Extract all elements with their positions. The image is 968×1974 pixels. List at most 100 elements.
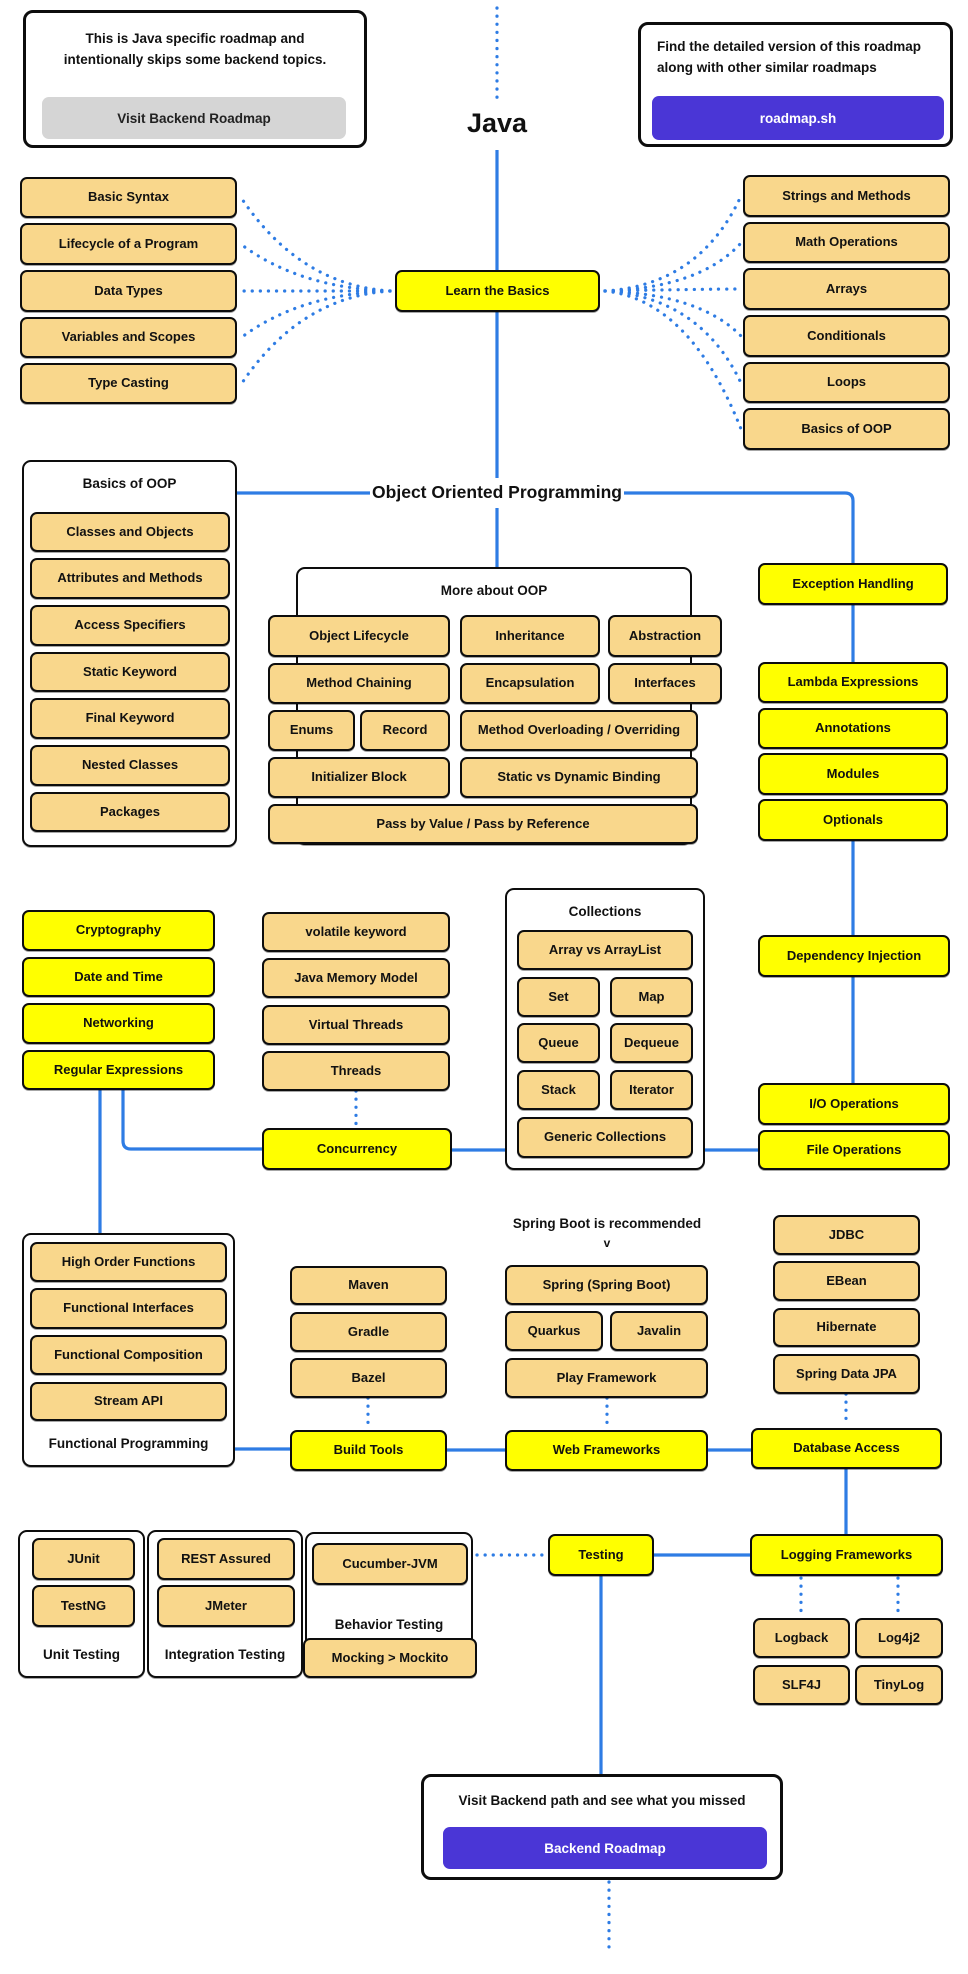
object-lifecycle[interactable]: Object Lifecycle xyxy=(268,615,450,657)
bazel[interactable]: Bazel xyxy=(290,1358,447,1398)
behavior-testing-group-label: Behavior Testing xyxy=(334,1617,444,1632)
date-and-time[interactable]: Date and Time xyxy=(22,957,215,997)
lambda-expressions[interactable]: Lambda Expressions xyxy=(758,662,948,703)
junit[interactable]: JUnit xyxy=(32,1538,135,1580)
solid-connector xyxy=(121,1090,262,1151)
loops[interactable]: Loops xyxy=(743,362,950,403)
method-chaining[interactable]: Method Chaining xyxy=(268,663,450,704)
stream-api[interactable]: Stream API xyxy=(30,1382,227,1421)
dotted-connector xyxy=(603,241,743,293)
access-specifiers[interactable]: Access Specifiers xyxy=(30,605,230,646)
gradle[interactable]: Gradle xyxy=(290,1312,447,1352)
virtual-threads[interactable]: Virtual Threads xyxy=(262,1005,450,1045)
database-access[interactable]: Database Access xyxy=(751,1428,942,1469)
abstraction[interactable]: Abstraction xyxy=(608,615,722,657)
method-overloading-overriding[interactable]: Method Overloading / Overriding xyxy=(460,710,698,751)
dotted-connector xyxy=(240,289,392,339)
quarkus[interactable]: Quarkus xyxy=(505,1311,603,1351)
dependency-injection[interactable]: Dependency Injection xyxy=(758,935,950,977)
regular-expressions[interactable]: Regular Expressions xyxy=(22,1050,215,1090)
backend-note-text: This is Java specific roadmap and intent… xyxy=(63,31,327,67)
high-order-functions[interactable]: High Order Functions xyxy=(30,1242,227,1282)
basic-syntax[interactable]: Basic Syntax xyxy=(20,177,237,218)
iterator[interactable]: Iterator xyxy=(610,1070,693,1110)
enums[interactable]: Enums xyxy=(268,710,355,751)
web-frameworks[interactable]: Web Frameworks xyxy=(505,1430,708,1471)
static-vs-dynamic-binding[interactable]: Static vs Dynamic Binding xyxy=(460,757,698,798)
cryptography[interactable]: Cryptography xyxy=(22,910,215,951)
packages[interactable]: Packages xyxy=(30,792,230,832)
conditionals[interactable]: Conditionals xyxy=(743,315,950,357)
ebean[interactable]: EBean xyxy=(773,1261,920,1301)
dotted-connector xyxy=(603,289,743,338)
generic-collections[interactable]: Generic Collections xyxy=(517,1117,693,1158)
map[interactable]: Map xyxy=(610,977,693,1017)
dotted-connector xyxy=(240,289,392,385)
encapsulation[interactable]: Encapsulation xyxy=(460,663,600,704)
log4j2[interactable]: Log4j2 xyxy=(855,1618,943,1658)
optionals[interactable]: Optionals xyxy=(758,799,948,841)
functional-composition[interactable]: Functional Composition xyxy=(30,1335,227,1375)
backend-roadmap-button[interactable]: Backend Roadmap xyxy=(443,1827,767,1869)
type-casting[interactable]: Type Casting xyxy=(20,363,237,404)
build-tools[interactable]: Build Tools xyxy=(290,1430,447,1471)
nested-classes[interactable]: Nested Classes xyxy=(30,745,230,786)
interfaces[interactable]: Interfaces xyxy=(608,663,722,704)
logging-frameworks[interactable]: Logging Frameworks xyxy=(750,1534,943,1576)
initializer-block[interactable]: Initializer Block xyxy=(268,757,450,798)
strings-and-methods[interactable]: Strings and Methods xyxy=(743,175,950,217)
static-keyword[interactable]: Static Keyword xyxy=(30,652,230,692)
concurrency[interactable]: Concurrency xyxy=(262,1128,452,1170)
jdbc[interactable]: JDBC xyxy=(773,1215,920,1255)
stack[interactable]: Stack xyxy=(517,1070,600,1110)
basics-of-oop[interactable]: Basics of OOP xyxy=(743,408,950,450)
record[interactable]: Record xyxy=(360,710,450,751)
cucumber-jvm[interactable]: Cucumber-JVM xyxy=(312,1543,468,1585)
volatile-keyword[interactable]: volatile keyword xyxy=(262,912,450,952)
dotted-connector xyxy=(603,289,743,431)
spring-spring-boot[interactable]: Spring (Spring Boot) xyxy=(505,1265,708,1305)
attributes-and-methods[interactable]: Attributes and Methods xyxy=(30,558,230,599)
tinylog[interactable]: TinyLog xyxy=(855,1665,943,1705)
testng[interactable]: TestNG xyxy=(32,1585,135,1627)
io-operations[interactable]: I/O Operations xyxy=(758,1083,950,1125)
data-types[interactable]: Data Types xyxy=(20,270,237,312)
set[interactable]: Set xyxy=(517,977,600,1017)
visit-backend-roadmap-button[interactable]: Visit Backend Roadmap xyxy=(42,97,346,139)
variables-and-scopes[interactable]: Variables and Scopes xyxy=(20,317,237,358)
solid-connector xyxy=(624,491,855,563)
java-memory-model[interactable]: Java Memory Model xyxy=(262,958,450,998)
dequeue[interactable]: Dequeue xyxy=(610,1023,693,1063)
modules[interactable]: Modules xyxy=(758,753,948,795)
array-vs-arraylist[interactable]: Array vs ArrayList xyxy=(517,930,693,970)
mocking-mockito[interactable]: Mocking > Mockito xyxy=(303,1638,477,1678)
threads[interactable]: Threads xyxy=(262,1051,450,1091)
javalin[interactable]: Javalin xyxy=(610,1311,708,1351)
jmeter[interactable]: JMeter xyxy=(157,1585,295,1627)
annotations[interactable]: Annotations xyxy=(758,708,948,749)
classes-and-objects[interactable]: Classes and Objects xyxy=(30,512,230,552)
spring-recommended-arrow: v xyxy=(603,1236,611,1250)
math-operations[interactable]: Math Operations xyxy=(743,222,950,263)
more-about-oop-group: More about OOP xyxy=(296,567,692,845)
hibernate[interactable]: Hibernate xyxy=(773,1308,920,1347)
inheritance[interactable]: Inheritance xyxy=(460,615,600,657)
functional-interfaces[interactable]: Functional Interfaces xyxy=(30,1288,227,1329)
spring-data-jpa[interactable]: Spring Data JPA xyxy=(773,1354,920,1394)
rest-assured[interactable]: REST Assured xyxy=(157,1538,295,1580)
arrays[interactable]: Arrays xyxy=(743,268,950,310)
maven[interactable]: Maven xyxy=(290,1266,447,1305)
lifecycle-of-a-program[interactable]: Lifecycle of a Program xyxy=(20,223,237,265)
play-framework[interactable]: Play Framework xyxy=(505,1358,708,1398)
learn-the-basics[interactable]: Learn the Basics xyxy=(395,270,600,312)
file-operations[interactable]: File Operations xyxy=(758,1130,950,1170)
exception-handling[interactable]: Exception Handling xyxy=(758,563,948,605)
final-keyword[interactable]: Final Keyword xyxy=(30,698,230,739)
slf4j[interactable]: SLF4J xyxy=(753,1665,850,1705)
pass-by-value-pass-by-reference[interactable]: Pass by Value / Pass by Reference xyxy=(268,804,698,844)
networking[interactable]: Networking xyxy=(22,1003,215,1044)
queue[interactable]: Queue xyxy=(517,1023,600,1063)
logback[interactable]: Logback xyxy=(753,1618,850,1658)
testing[interactable]: Testing xyxy=(548,1534,654,1576)
roadmap-sh-button[interactable]: roadmap.sh xyxy=(652,96,944,140)
